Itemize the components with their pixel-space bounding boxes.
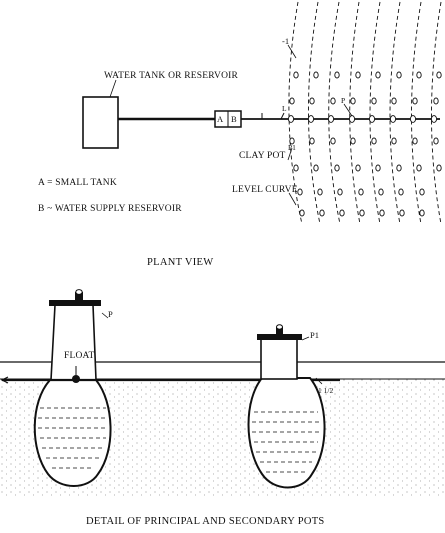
secondary-pot [247,324,326,489]
pipe-mark: L [282,104,287,113]
level-curve [369,1,381,225]
principal-pot-bulb [33,379,112,487]
clay-pots [287,71,442,217]
pot-mark-p1: P1 [288,143,296,152]
legend-a: A = SMALL TANK [38,178,117,188]
principal-pot [33,289,112,487]
principal-pot-mark: P [108,309,113,319]
clay-pot-label: CLAY POT [239,151,286,161]
pot-mark-p: P [341,96,346,105]
plan-leaders [109,44,353,206]
secondary-pot-neck [260,338,298,380]
level-curve [328,1,341,225]
secondary-pot-lid [257,334,302,340]
plan-view-title: PLANT VIEW [147,257,214,268]
level-curve [349,1,361,225]
level-curve [288,1,303,225]
principal-pot-lid [49,300,101,306]
plan-view [82,96,440,149]
float-label: FLOAT [64,351,95,361]
row-mark: -1 [282,36,290,46]
legend-b: B ~ WATER SUPPLY RESERVOIR [38,204,182,214]
secondary-pot-mark: P1 [310,330,319,340]
level-curve [389,1,401,225]
secondary-pot-bulb [247,377,326,489]
detail-view [0,289,445,497]
water-tank-box [82,96,119,149]
detail-view-title: DETAIL OF PRINCIPAL AND SECONDARY POTS [86,516,325,527]
principal-pot-neck [50,304,97,381]
level-curves [288,1,442,225]
level-curve [431,1,442,225]
level-curve-label: LEVEL CURVE [232,185,298,195]
tank-b-letter: B [231,114,237,124]
level-curve [308,1,321,225]
pipe-size-label: 1 1/2 [318,386,334,395]
tank-a-letter: A [217,114,224,124]
water-tank-label: WATER TANK OR RESERVOIR [104,71,239,81]
